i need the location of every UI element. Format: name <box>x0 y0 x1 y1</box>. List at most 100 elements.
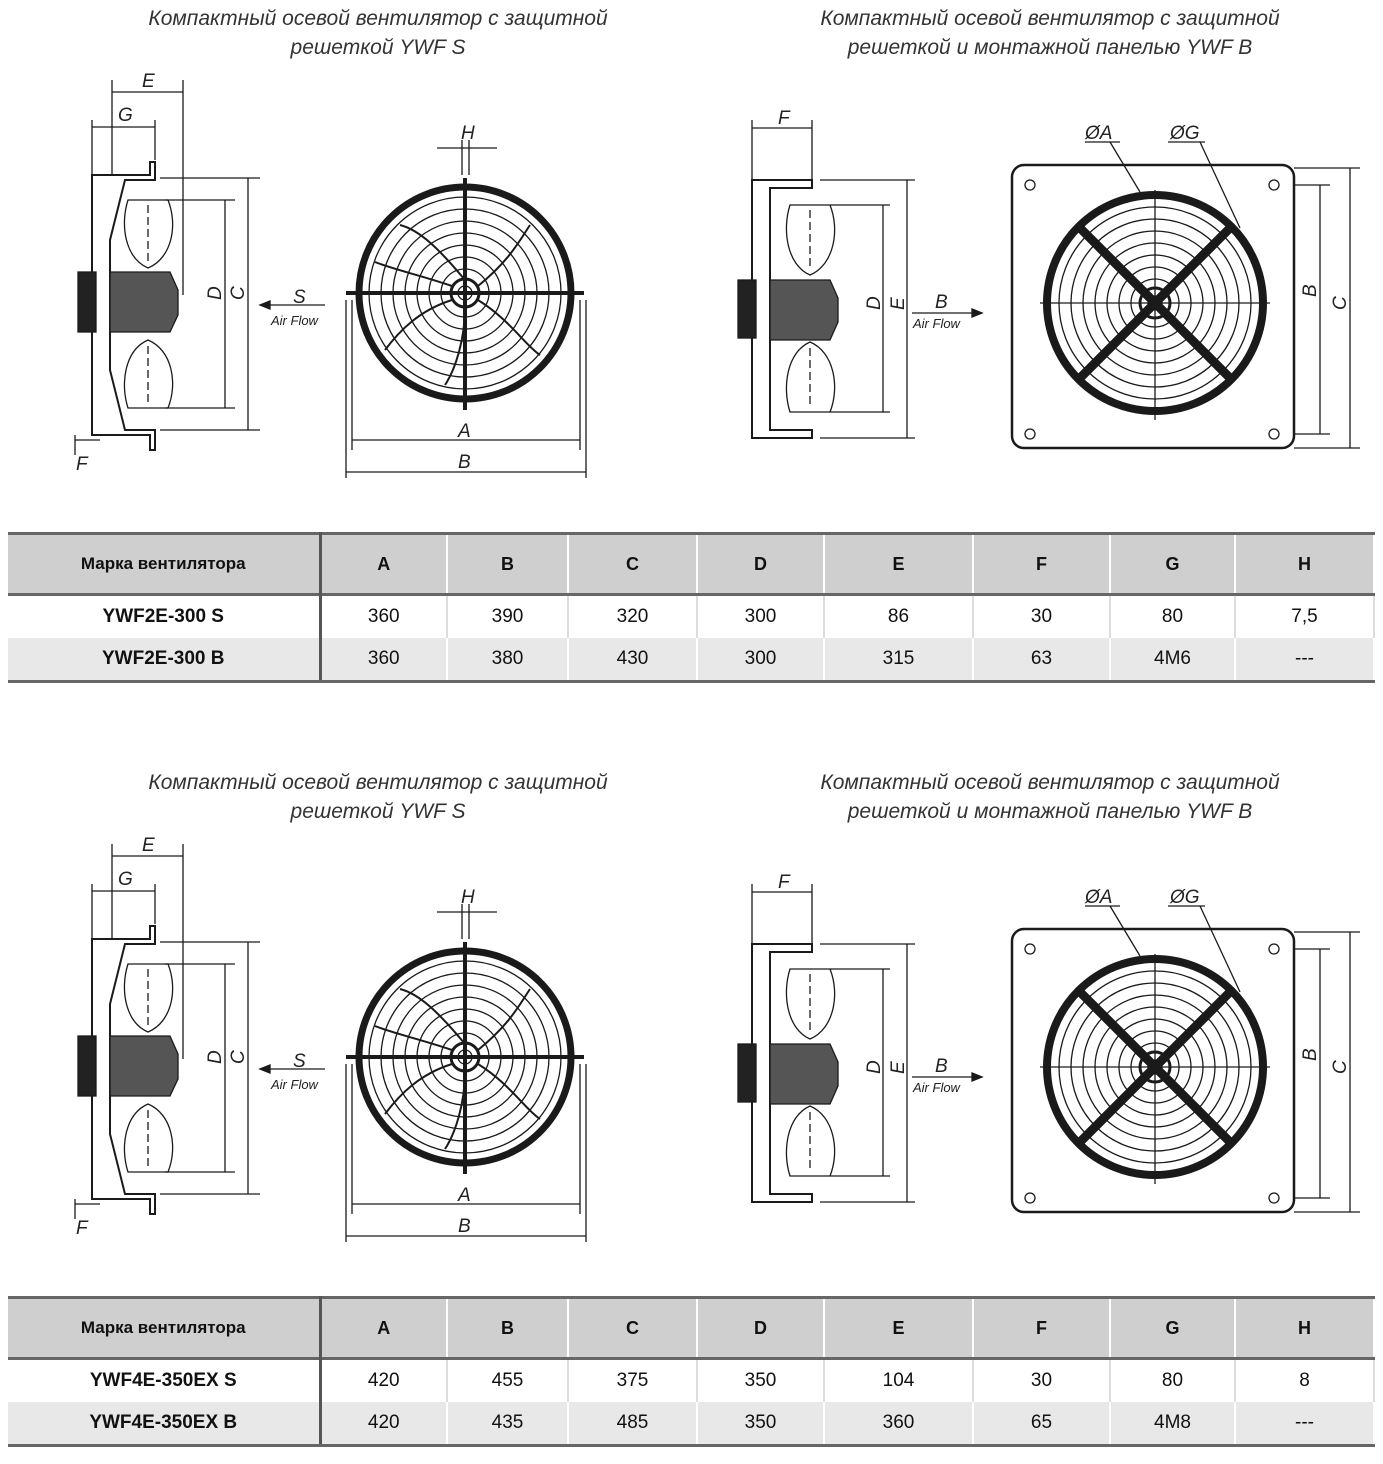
label-flow-s: S <box>293 1051 306 1072</box>
caption-ywf-s: Компактный осевой вентилятор с защитной … <box>118 4 638 62</box>
technical-drawing: E G F D C S Air Flow H A B F D E B Air F… <box>74 835 1360 1242</box>
header-f: F <box>973 532 1111 595</box>
side-view-s <box>74 844 325 1219</box>
label-c: C <box>228 286 249 300</box>
header-e: E <box>824 532 974 595</box>
dimension-labels: E G F D C S Air Flow H A B F D E B Air F… <box>76 71 1351 475</box>
label-h: H <box>461 123 475 144</box>
label-f: F <box>778 872 791 893</box>
cell-b: 435 <box>447 1402 569 1447</box>
caption-line: Компактный осевой вентилятор с защитной <box>148 7 608 30</box>
fan-section: Компактный осевой вентилятор с защитной … <box>0 0 1383 700</box>
header-a: A <box>320 1296 448 1359</box>
label-f: F <box>778 108 791 129</box>
cell-b: 380 <box>447 638 569 683</box>
label-d: D <box>864 296 885 310</box>
header-d: D <box>697 532 825 595</box>
table-header-row: Марка вентилятора A B C D E F G H <box>8 1296 1375 1359</box>
header-brand: Марка вентилятора <box>8 532 322 595</box>
label-diam-g: ØG <box>1169 123 1200 144</box>
caption-line: Компактный осевой вентилятор с защитной <box>148 771 608 794</box>
header-e: E <box>824 1296 974 1359</box>
header-h: H <box>1235 532 1375 595</box>
side-view-s <box>74 80 325 455</box>
header-b: B <box>447 532 569 595</box>
cell-a: 360 <box>320 593 448 638</box>
caption-line: Компактный осевой вентилятор с защитной <box>820 7 1280 30</box>
label-b: B <box>1300 284 1321 297</box>
label-c: C <box>228 1050 249 1064</box>
label-g: G <box>118 869 133 890</box>
label-c: C <box>1330 296 1351 310</box>
cell-d: 300 <box>697 593 825 638</box>
table-header-row: Марка вентилятора A B C D E F G H <box>8 532 1375 595</box>
dimensions-table: Марка вентилятора A B C D E F G H YWF4E-… <box>8 1296 1375 1447</box>
label-airflow: Air Flow <box>912 316 962 331</box>
fan-section: Компактный осевой вентилятор с защитной … <box>0 764 1383 1464</box>
cell-d: 350 <box>697 1357 825 1402</box>
caption-ywf-b: Компактный осевой вентилятор с защитной … <box>790 4 1310 62</box>
cell-d: 300 <box>697 638 825 683</box>
label-b: B <box>458 1216 471 1237</box>
caption-line: решеткой YWF S <box>290 36 466 59</box>
label-flow-b: B <box>935 1056 948 1077</box>
caption-line: решеткой и монтажной панелью YWF B <box>847 800 1253 823</box>
label-airflow: Air Flow <box>270 313 320 328</box>
cell-e: 104 <box>824 1357 974 1402</box>
cell-f: 30 <box>973 593 1111 638</box>
cell-e: 86 <box>824 593 974 638</box>
cell-h: 8 <box>1235 1357 1375 1402</box>
label-e: E <box>888 297 909 310</box>
label-airflow: Air Flow <box>912 1080 962 1095</box>
cell-a: 420 <box>320 1357 448 1402</box>
header-h: H <box>1235 1296 1375 1359</box>
header-c: C <box>568 532 698 595</box>
front-view-b <box>1010 905 1360 1214</box>
cell-f: 30 <box>973 1357 1111 1402</box>
side-view-b <box>737 120 984 439</box>
label-h: H <box>461 887 475 908</box>
label-g: G <box>118 105 133 126</box>
label-e: E <box>142 835 155 856</box>
header-g: G <box>1110 1296 1236 1359</box>
cell-h: 7,5 <box>1235 593 1375 638</box>
front-view-b <box>1010 141 1360 450</box>
label-f: F <box>76 1218 89 1239</box>
header-b: B <box>447 1296 569 1359</box>
table-row: YWF2E-300 B 360 380 430 300 315 63 4M6 -… <box>8 638 1375 683</box>
caption-ywf-b: Компактный осевой вентилятор с защитной … <box>790 768 1310 826</box>
caption-line: Компактный осевой вентилятор с защитной <box>820 771 1280 794</box>
cell-c: 375 <box>568 1357 698 1402</box>
label-diam-a: ØA <box>1084 123 1112 144</box>
cell-f: 63 <box>973 638 1111 683</box>
header-d: D <box>697 1296 825 1359</box>
cell-model: YWF2E-300 S <box>8 593 322 638</box>
label-diam-g: ØG <box>1169 887 1200 908</box>
cell-model: YWF2E-300 B <box>8 638 322 683</box>
cell-b: 390 <box>447 593 569 638</box>
front-view-s <box>345 904 587 1242</box>
cell-g: 80 <box>1110 593 1236 638</box>
cell-e: 315 <box>824 638 974 683</box>
header-a: A <box>320 532 448 595</box>
header-brand: Марка вентилятора <box>8 1296 322 1359</box>
label-b: B <box>458 452 471 473</box>
label-a: A <box>457 421 471 442</box>
side-view-b <box>737 884 984 1203</box>
table-row: YWF2E-300 S 360 390 320 300 86 30 80 7,5 <box>8 593 1375 638</box>
label-airflow: Air Flow <box>270 1077 320 1092</box>
label-c: C <box>1330 1060 1351 1074</box>
cell-b: 455 <box>447 1357 569 1402</box>
caption-line: решеткой и монтажной панелью YWF B <box>847 36 1253 59</box>
header-f: F <box>973 1296 1111 1359</box>
cell-g: 4M6 <box>1110 638 1236 683</box>
label-e: E <box>142 71 155 92</box>
label-a: A <box>457 1185 471 1206</box>
front-view-s <box>345 140 587 478</box>
dimensions-table: Марка вентилятора A B C D E F G H YWF2E-… <box>8 532 1375 683</box>
cell-c: 430 <box>568 638 698 683</box>
label-flow-b: B <box>935 292 948 313</box>
table-row: YWF4E-350EX S 420 455 375 350 104 30 80 … <box>8 1357 1375 1402</box>
header-c: C <box>568 1296 698 1359</box>
caption-line: решеткой YWF S <box>290 800 466 823</box>
